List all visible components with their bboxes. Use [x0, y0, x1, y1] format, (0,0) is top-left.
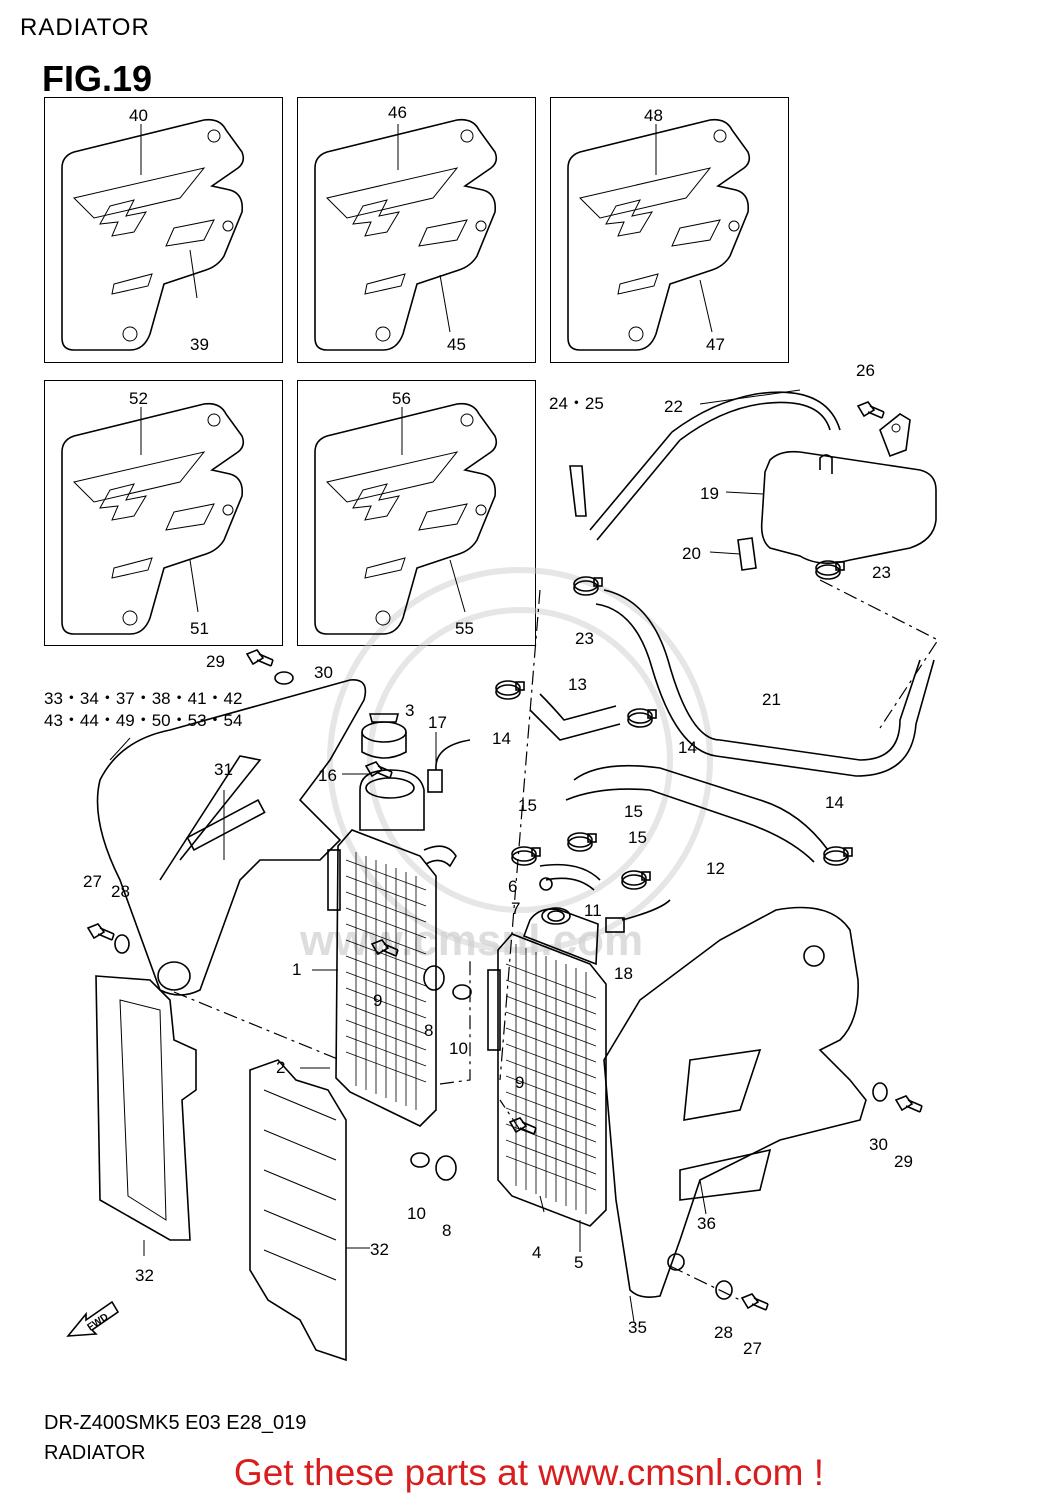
callout-15b: 15	[624, 802, 643, 821]
shroud-drawing-2	[314, 118, 498, 351]
shroud-panel-5	[297, 380, 536, 646]
hose-21	[595, 589, 935, 777]
callout-15c: 15	[628, 828, 647, 847]
callout-10b: 10	[407, 1204, 426, 1223]
callout-29b: 29	[894, 1152, 913, 1171]
radiator-left	[327, 769, 457, 1127]
callout-36: 36	[697, 1214, 716, 1233]
radiator-guard-left	[95, 975, 197, 1241]
shroud-drawing-4	[61, 402, 245, 635]
callout-14a: 14	[492, 729, 511, 748]
radiator-guard-right	[249, 1059, 347, 1362]
callout-2: 2	[276, 1058, 285, 1077]
callout-15a: 15	[518, 796, 537, 815]
callout-30b: 30	[869, 1135, 888, 1154]
callout-35: 35	[628, 1318, 647, 1337]
watermark: www.cmsnl.com	[299, 567, 713, 965]
page-title: RADIATOR	[20, 14, 150, 41]
callout-21: 21	[762, 690, 781, 709]
shroud-panel-3	[550, 97, 789, 363]
forward-arrow-icon: FWD	[66, 1300, 120, 1337]
clip-24-25	[569, 465, 587, 517]
callout-29a: 29	[206, 652, 225, 671]
callout-13: 13	[568, 675, 587, 694]
callout-18: 18	[614, 964, 633, 983]
callout-32b: 32	[370, 1240, 389, 1259]
callout-14b: 14	[678, 738, 697, 757]
hose-13	[529, 693, 621, 741]
callout-12: 12	[706, 859, 725, 878]
callout-16: 16	[318, 766, 337, 785]
figure-label: FIG.19	[42, 58, 153, 99]
callout-7: 7	[511, 899, 520, 918]
hose-11	[539, 863, 601, 891]
callout-23b: 23	[575, 629, 594, 648]
callout-3: 3	[405, 701, 414, 720]
callout-52: 52	[129, 389, 148, 408]
callout-26: 26	[856, 361, 875, 380]
callout-22: 22	[664, 397, 683, 416]
callout-9a: 9	[373, 991, 382, 1010]
callout-55: 55	[455, 619, 474, 638]
callout-28a: 28	[111, 882, 130, 901]
shroud-drawing-1	[61, 118, 245, 351]
callout-30a: 30	[314, 663, 333, 682]
radiator-right	[487, 907, 607, 1227]
reservoir-tank	[760, 413, 937, 564]
callout-46: 46	[388, 103, 407, 122]
callout-28b: 28	[714, 1323, 733, 1342]
shroud-drawing-5	[314, 402, 498, 635]
callout-27a: 27	[83, 872, 102, 891]
callout-23a: 23	[872, 563, 891, 582]
hose-12	[565, 764, 829, 863]
callout-24-25: 24・25	[549, 394, 604, 413]
callout-56: 56	[392, 389, 411, 408]
radiator-cap	[361, 713, 407, 759]
callout-51: 51	[190, 619, 209, 638]
callout-1: 1	[292, 960, 301, 979]
callout-8b: 8	[442, 1221, 451, 1240]
callout-39: 39	[190, 335, 209, 354]
promo-link[interactable]: Get these parts at www.cmsnl.com !	[233, 1452, 825, 1493]
callout-11: 11	[584, 901, 602, 920]
shroud-panel-2	[297, 97, 536, 363]
callout-5: 5	[574, 1253, 583, 1272]
callout-group-2: 43・44・49・50・53・54	[44, 711, 242, 730]
shroud-drawing-3	[567, 118, 751, 351]
diagram-code: DR-Z400SMK5 E03 E28_019	[44, 1412, 307, 1434]
shroud-panel-4	[44, 380, 283, 646]
callout-14c: 14	[825, 793, 844, 812]
right-shroud	[603, 906, 867, 1298]
callout-4: 4	[532, 1243, 541, 1262]
callout-45: 45	[447, 335, 466, 354]
callout-20: 20	[682, 544, 701, 563]
shroud-panel-1	[44, 97, 283, 363]
callout-27b: 27	[743, 1339, 762, 1358]
arrow-label: FWD	[85, 1312, 110, 1334]
callout-32a: 32	[135, 1266, 154, 1285]
callout-48: 48	[644, 106, 663, 125]
callout-47: 47	[706, 335, 725, 354]
callout-10a: 10	[449, 1039, 468, 1058]
left-shroud	[96, 679, 367, 996]
callout-19: 19	[700, 484, 719, 503]
callout-8a: 8	[424, 1021, 433, 1040]
grommet-20	[737, 537, 757, 571]
diagram-name: RADIATOR	[44, 1442, 146, 1464]
callout-6: 6	[508, 877, 517, 896]
hose-22	[589, 431, 681, 541]
callout-40: 40	[129, 106, 148, 125]
callout-31: 31	[214, 760, 233, 779]
callout-9b: 9	[515, 1073, 524, 1092]
callout-group-1: 33・34・37・38・41・42	[44, 689, 242, 708]
callout-17: 17	[428, 713, 447, 732]
